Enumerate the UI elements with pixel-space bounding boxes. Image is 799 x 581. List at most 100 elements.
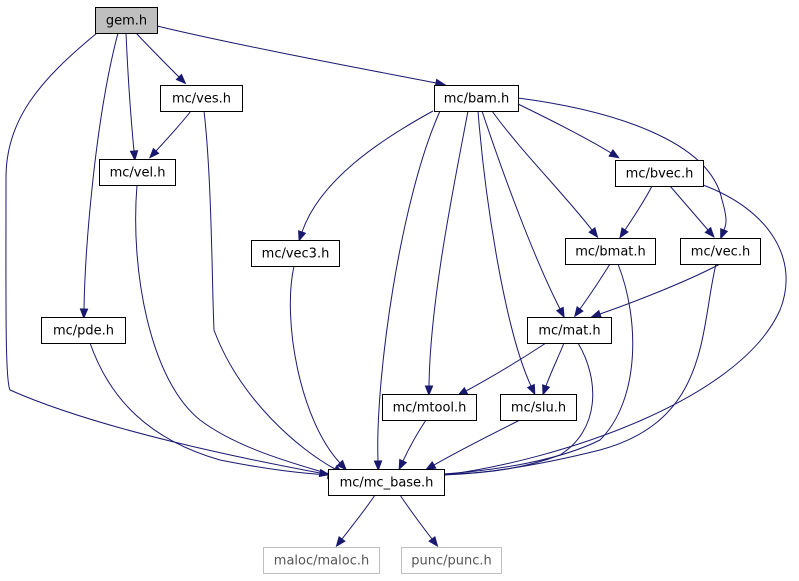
arrowhead-icon [148, 147, 160, 159]
node-box [95, 7, 158, 34]
node-label: gem.h [106, 14, 147, 29]
node-mat[interactable]: mc/mat.h [527, 317, 612, 344]
edge-bmat-to-mat [574, 263, 611, 318]
node-box [160, 85, 243, 112]
edge-line [443, 263, 634, 475]
node-vel[interactable]: mc/vel.h [99, 159, 176, 186]
node-punc: punc/punc.h [401, 547, 502, 574]
node-bvec[interactable]: mc/bvec.h [615, 160, 704, 187]
edge-bam-to-mcbase [373, 110, 441, 472]
edge-vec3-to-mcbase [289, 265, 348, 471]
edge-line [135, 184, 330, 475]
arrowhead-icon [175, 73, 187, 85]
node-label: mc/mat.h [538, 324, 600, 339]
arrowhead-icon [720, 227, 729, 240]
edge-bvec-to-bmat [619, 185, 653, 239]
arrowhead-icon [590, 309, 602, 318]
edge-line [135, 32, 180, 78]
node-box [382, 394, 477, 421]
edge-line [491, 110, 593, 231]
edge-line [301, 110, 434, 233]
edge-vec-to-mat [590, 263, 721, 318]
edge-line [155, 110, 192, 152]
edge-mcbase-to-maloc [335, 494, 376, 548]
edge-bam-to-bmat [491, 110, 599, 239]
arrowhead-icon [608, 149, 620, 159]
edge-vel-to-mcbase [135, 184, 339, 478]
edge-line [289, 265, 341, 464]
node-label: mc/ves.h [172, 92, 231, 107]
node-vec[interactable]: mc/vec.h [680, 238, 761, 265]
edge-line [433, 419, 521, 466]
node-box [99, 159, 176, 186]
arrowhead-icon [373, 460, 383, 472]
node-ves[interactable]: mc/ves.h [160, 85, 243, 112]
edge-bam-to-vec3 [298, 110, 434, 242]
edge-line [377, 110, 441, 462]
node-label: mc/vec.h [691, 245, 750, 260]
edge-line [579, 263, 611, 310]
arrowhead-icon [398, 458, 408, 471]
node-bmat[interactable]: mc/bmat.h [565, 238, 656, 265]
node-box [680, 238, 761, 265]
edge-line [545, 342, 565, 387]
node-box [500, 394, 577, 421]
arrowhead-icon [298, 230, 307, 242]
node-box [527, 317, 612, 344]
edge-line [83, 32, 119, 310]
node-maloc: maloc/maloc.h [263, 547, 380, 574]
node-label: mc/slu.h [511, 401, 566, 416]
arrowhead-icon [704, 226, 715, 238]
edge-gem-to-vel [125, 32, 139, 162]
edges-layer [5, 25, 787, 548]
nodes-layer: gem.h mc/ves.h mc/bam.h mc/vel.h mc/bvec.h mc… [41, 7, 761, 574]
edge-bam-to-slu [477, 110, 536, 396]
edge-gem-to-pde [79, 32, 119, 320]
edge-line [399, 494, 433, 540]
node-label: mc/bam.h [444, 92, 509, 107]
node-slu[interactable]: mc/slu.h [500, 394, 577, 421]
edge-line [5, 32, 321, 474]
edge-bam-to-mtool [424, 110, 469, 397]
node-vec3[interactable]: mc/vec3.h [251, 240, 340, 267]
arrowhead-icon [588, 226, 599, 239]
node-bam[interactable]: mc/bam.h [434, 85, 519, 112]
node-label: mc/vec3.h [262, 247, 330, 262]
node-box [615, 160, 704, 187]
node-mtool[interactable]: mc/mtool.h [382, 394, 477, 421]
edge-gem-to-bam [156, 25, 447, 88]
edge-bam-to-mat [481, 110, 565, 319]
edge-line [428, 110, 469, 387]
node-label: mc/bvec.h [626, 167, 694, 182]
edge-line [517, 97, 727, 231]
edge-ves-to-mcbase [203, 110, 345, 474]
node-label: mc/mc_base.h [340, 476, 434, 491]
arrowhead-icon [428, 535, 439, 548]
node-gem[interactable]: gem.h [95, 7, 158, 34]
edge-line [402, 419, 427, 462]
node-box [263, 547, 380, 574]
edge-line [599, 263, 721, 315]
edge-bam-to-vec [517, 97, 729, 240]
edge-line [203, 110, 336, 470]
arrowhead-icon [619, 227, 629, 239]
arrowhead-icon [542, 384, 551, 396]
arrowhead-icon [574, 306, 584, 318]
arrowhead-icon [555, 306, 565, 319]
arrowhead-icon [424, 385, 434, 397]
edge-mtool-to-mcbase [398, 419, 427, 471]
node-mcbase[interactable]: mc/mc_base.h [328, 469, 445, 496]
arrowhead-icon [526, 383, 536, 396]
edge-line [443, 184, 787, 476]
edge-line [481, 110, 561, 310]
edge-bmat-to-mcbase [433, 263, 634, 479]
node-label: punc/punc.h [411, 554, 492, 569]
arrowhead-icon [425, 461, 437, 471]
edge-line [517, 103, 612, 154]
node-label: mc/vel.h [110, 166, 166, 181]
node-box [41, 317, 126, 344]
node-box [565, 238, 656, 265]
edge-line [443, 342, 594, 475]
edge-bvec-to-vec [669, 185, 715, 238]
node-pde[interactable]: mc/pde.h [41, 317, 126, 344]
